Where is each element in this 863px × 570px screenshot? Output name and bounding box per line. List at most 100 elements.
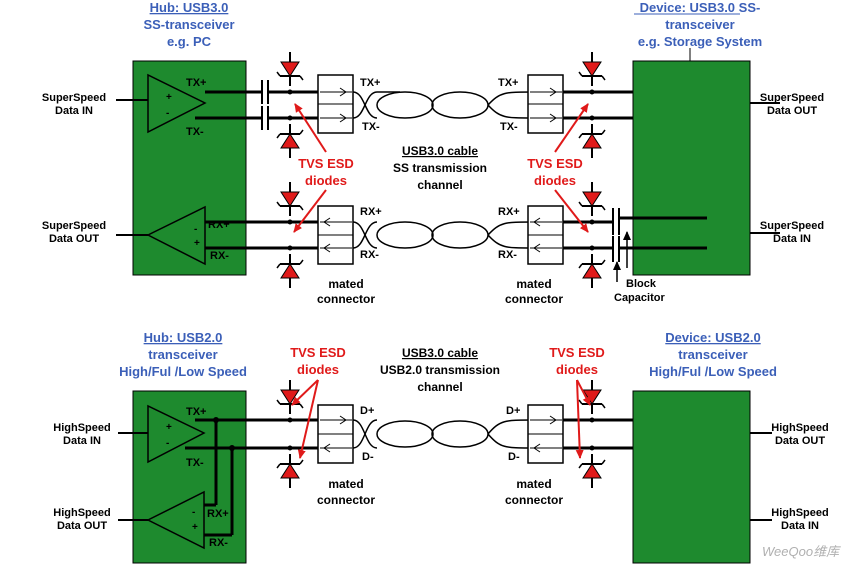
usb2-hub-title: Hub: USB2.0 [144,330,223,345]
usb2-device-title: Device: USB2.0 [665,330,760,345]
usb3-tvs-label-left-2: diodes [305,173,347,188]
usb2-right-out-label-2: Data OUT [775,435,825,447]
usb2-cable-label: USB3.0 cable [402,346,478,360]
usb3-tx-amp-minus: - [166,108,169,119]
usb3-conn-rx-minus-right: RX- [498,249,517,261]
usb3-hub-title: Hub: USB3.0 [150,0,229,15]
usb3-hub-tx-plus: TX+ [186,77,206,89]
usb3-conn-tx-plus-left: TX+ [360,77,380,89]
usb3-left-out-label: SuperSpeed [42,220,106,232]
usb3-tvs-diode-tx-top [276,51,304,87]
usb3-left-in-label-2: Data IN [55,105,93,117]
usb3-rx-amp-minus: - [194,224,197,235]
usb2-tvs-label-left: TVS ESD [290,345,346,360]
block-capacitor-label: Block [626,278,657,290]
usb3-hub-rx-minus: RX- [210,250,229,262]
usb2-device-box [632,390,751,564]
usb2-left-in-label-2: Data IN [63,435,101,447]
usb3-conn-rx-minus-left: RX- [360,249,379,261]
usb3-tx-capacitors [261,80,269,130]
usb2-hub-rx-plus: RX+ [207,508,229,520]
usb2-hub-wiring [185,418,320,537]
usb3-tx-amp-plus: + [166,92,172,103]
usb2-hub-tx-plus: TX+ [186,406,206,418]
usb2-tx-amplifier [147,404,206,464]
usb3-conn-rx-plus-right: RX+ [498,206,520,218]
usb2-tvs-diode-left-bottom [276,453,304,489]
usb3-right-out-label-2: Data OUT [767,105,817,117]
usb3-tvs-diode-rx-bottom [276,253,304,289]
usb3-cable-label-2: SS transmission [393,161,487,175]
usb2-tx-amp-plus: + [166,422,172,433]
usb2-right-out-label: HighSpeed [771,422,828,434]
usb2-right-in-label: HighSpeed [771,507,828,519]
usb3-right-in-label: SuperSpeed [760,220,824,232]
usb2-tvs-diode-right-bottom [578,453,606,489]
usb2-conn-d-plus-left: D+ [360,405,374,417]
usb2-left-out-label: HighSpeed [53,507,110,519]
usb2-cable-twist [352,419,534,449]
usb3-right-out-label: SuperSpeed [760,92,824,104]
usb2-cable-label-2: USB2.0 transmission [380,363,500,377]
usb2-conn-d-plus-right: D+ [506,405,520,417]
usb3-device-example: e.g. Storage System [638,34,762,49]
usb2-tx-amp-minus: - [166,438,169,449]
usb2-rx-amp-plus: + [192,522,198,533]
usb2-tvs-label-right: TVS ESD [549,345,605,360]
usb2-right-in-label-2: Data IN [781,520,819,532]
usb3-conn-rx-plus-left: RX+ [360,206,382,218]
usb2-mated-label-right: mated [516,477,551,491]
usb2-tvs-diode-right-top [578,379,606,415]
usb2-left-in-label: HighSpeed [53,422,110,434]
usb2-mated-label-left: mated [328,477,363,491]
usb3-tvs-label-right-2: diodes [534,173,576,188]
usb3-tvs-label-right: TVS ESD [527,156,583,171]
usb2-hub-rx-minus: RX- [209,537,228,549]
usb3-rx-block-capacitors [612,208,620,262]
usb3-right-in-label-2: Data IN [773,233,811,245]
usb3-hub-rx-plus: RX+ [208,219,230,231]
usb3-tvs-diode-right-rx-bottom [578,253,606,289]
usb2-hub-tx-minus: TX- [186,457,204,469]
usb3-conn-tx-minus-left: TX- [362,121,380,133]
usb2-conn-d-minus-left: D- [362,451,374,463]
usb3-hub-subtitle: SS-transceiver [143,17,234,32]
usb3-mated-label-left-2: connector [317,292,375,306]
usb3-mated-label-right: mated [516,277,551,291]
usb2-device-speed: High/Ful /Low Speed [649,364,777,379]
usb3-rx-amp-plus: + [194,238,200,249]
usb3-left-in-label: SuperSpeed [42,92,106,104]
usb3-conn-tx-minus-right: TX- [500,121,518,133]
usb2-rx-amplifier [146,490,205,550]
usb3-cable-rx-twist [352,221,534,249]
usb3-rx-amplifier [146,205,206,266]
usb2-conn-d-minus-right: D- [508,451,520,463]
usb3-mated-label-left: mated [328,277,363,291]
usb3-left-out-label-2: Data OUT [49,233,99,245]
usb3-device-box [632,60,751,276]
usb2-rx-amp-minus: - [192,507,195,518]
usb2-hub-subtitle: transceiver [148,347,217,362]
usb2-tvs-label-left-2: diodes [297,362,339,377]
usb3-cable-label-3: channel [417,178,462,192]
usb3-conn-tx-plus-right: TX+ [498,77,518,89]
usb3-tvs-diode-right-tx-bottom [578,123,606,159]
usb3-cable-label: USB3.0 cable [402,144,478,158]
usb3-hub-example: e.g. PC [167,34,212,49]
usb2-device-subtitle: transceiver [678,347,747,362]
usb2-cable-label-3: channel [417,380,462,394]
usb3-device-subtitle: transceiver [665,17,734,32]
usb3-mated-label-right-2: connector [505,292,563,306]
usb3-tvs-diode-tx-bottom [276,123,304,159]
usb3-tvs-diode-rx-top [276,181,304,217]
usb2-left-out-label-2: Data OUT [57,520,107,532]
usb2-tvs-label-right-2: diodes [556,362,598,377]
usb3-hub-tx-minus: TX- [186,126,204,138]
usb3-cable-tx-twist [352,91,534,119]
usb2-mated-label-left-2: connector [317,493,375,507]
watermark: WeeQoo维库 [762,544,841,559]
usb3-device-title: Device: USB3.0 SS- [640,0,761,15]
usb2-mated-label-right-2: connector [505,493,563,507]
block-capacitor-label-2: Capacitor [614,292,665,304]
